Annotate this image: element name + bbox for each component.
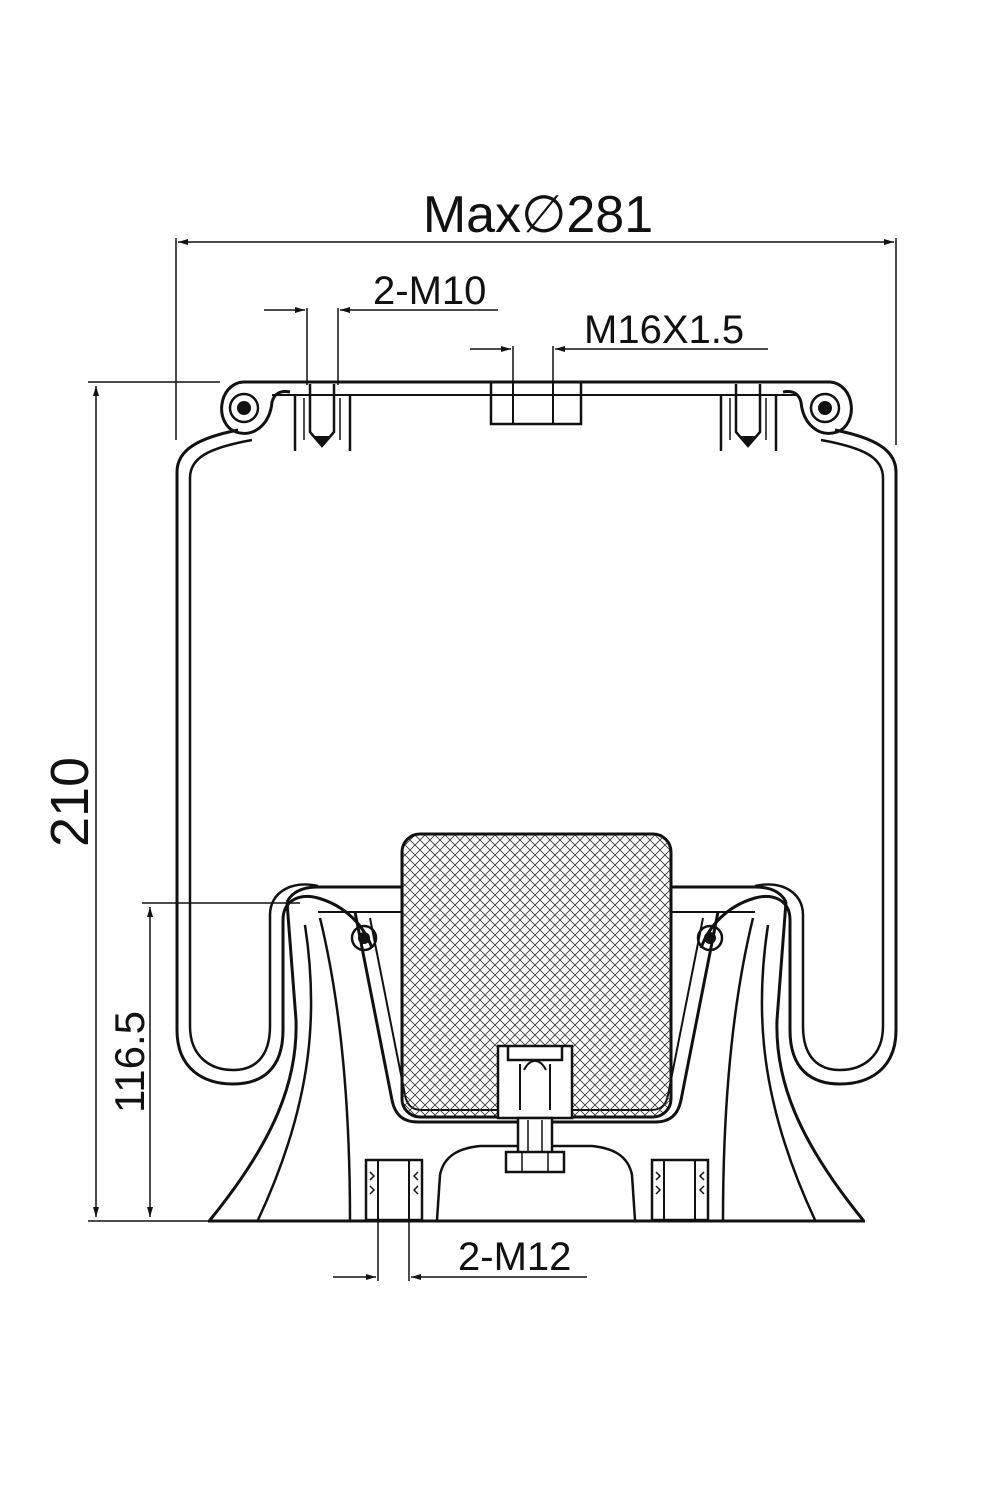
top-stud-left [293,384,352,451]
top-studs-dimension: 2-M10 [264,269,498,385]
overall-height-label: 210 [40,757,100,847]
bottom-stud-left [364,1158,424,1222]
overall-height-dimension: 210 [40,381,220,1222]
bottom-studs-dimension: 2-M12 [333,1218,587,1281]
rubber-bellows [175,428,898,1086]
air-inlet-boss [489,383,583,426]
bottom-stud-right [650,1158,710,1222]
top-plate [220,380,853,435]
air-inlet-dimension: M16X1.5 [470,308,768,385]
top-studs-label: 2-M10 [373,269,486,313]
max-diameter-label: Max∅281 [423,186,653,244]
piston-height-label: 116.5 [106,1011,153,1113]
top-stud-right [719,384,778,451]
bottom-studs-label: 2-M12 [458,1235,571,1279]
piston-height-dimension: 116.5 [106,902,300,1217]
air-inlet-label: M16X1.5 [584,308,744,352]
center-bolt [496,1044,574,1174]
max-diameter-dimension: Max∅281 [175,186,897,445]
